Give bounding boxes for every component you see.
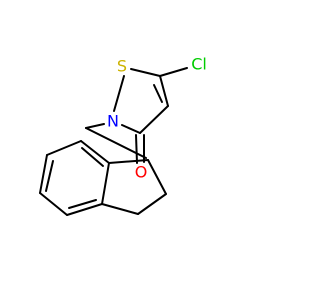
chlorine-atom-label: Cl [191, 55, 207, 74]
sulfur-atom-label: S [117, 57, 127, 76]
bond-c4-c3 [139, 105, 169, 134]
bond-n-s [113, 75, 125, 112]
bond-c3a-c7a [101, 162, 110, 205]
bond-c7-c6 [46, 140, 82, 156]
bond-c7a-c7-inner [81, 147, 104, 167]
molecule-structure: S N ClO [0, 0, 300, 300]
bond-c5-c4-inner [153, 84, 163, 103]
bond-c3-n [121, 124, 141, 134]
bond-c6-c5-inner [45, 160, 54, 192]
background [0, 0, 300, 300]
oxygen-atom-label: O [135, 163, 148, 182]
bond-ch2-c1 [85, 127, 147, 159]
bond-c5-c4 [159, 75, 169, 107]
bond-c5-c4 [39, 192, 68, 216]
bond-c7a-c7 [80, 140, 110, 164]
bond-c3-o-a [135, 134, 138, 164]
nitrogen-atom-label: N [107, 112, 119, 131]
bond-c7a-c1 [108, 159, 149, 164]
bond-c1-c2 [147, 159, 167, 195]
bond-c6-c5 [39, 154, 48, 194]
bond-c2-c3 [137, 193, 167, 215]
bond-c4-c3a [66, 203, 103, 216]
bond-s-c5 [130, 68, 161, 77]
bond-c3-c3a [101, 203, 139, 215]
bond-c4-c3a-inner [68, 199, 97, 209]
bond-c5-cl [159, 67, 188, 77]
bond-n-ch2 [85, 123, 105, 129]
